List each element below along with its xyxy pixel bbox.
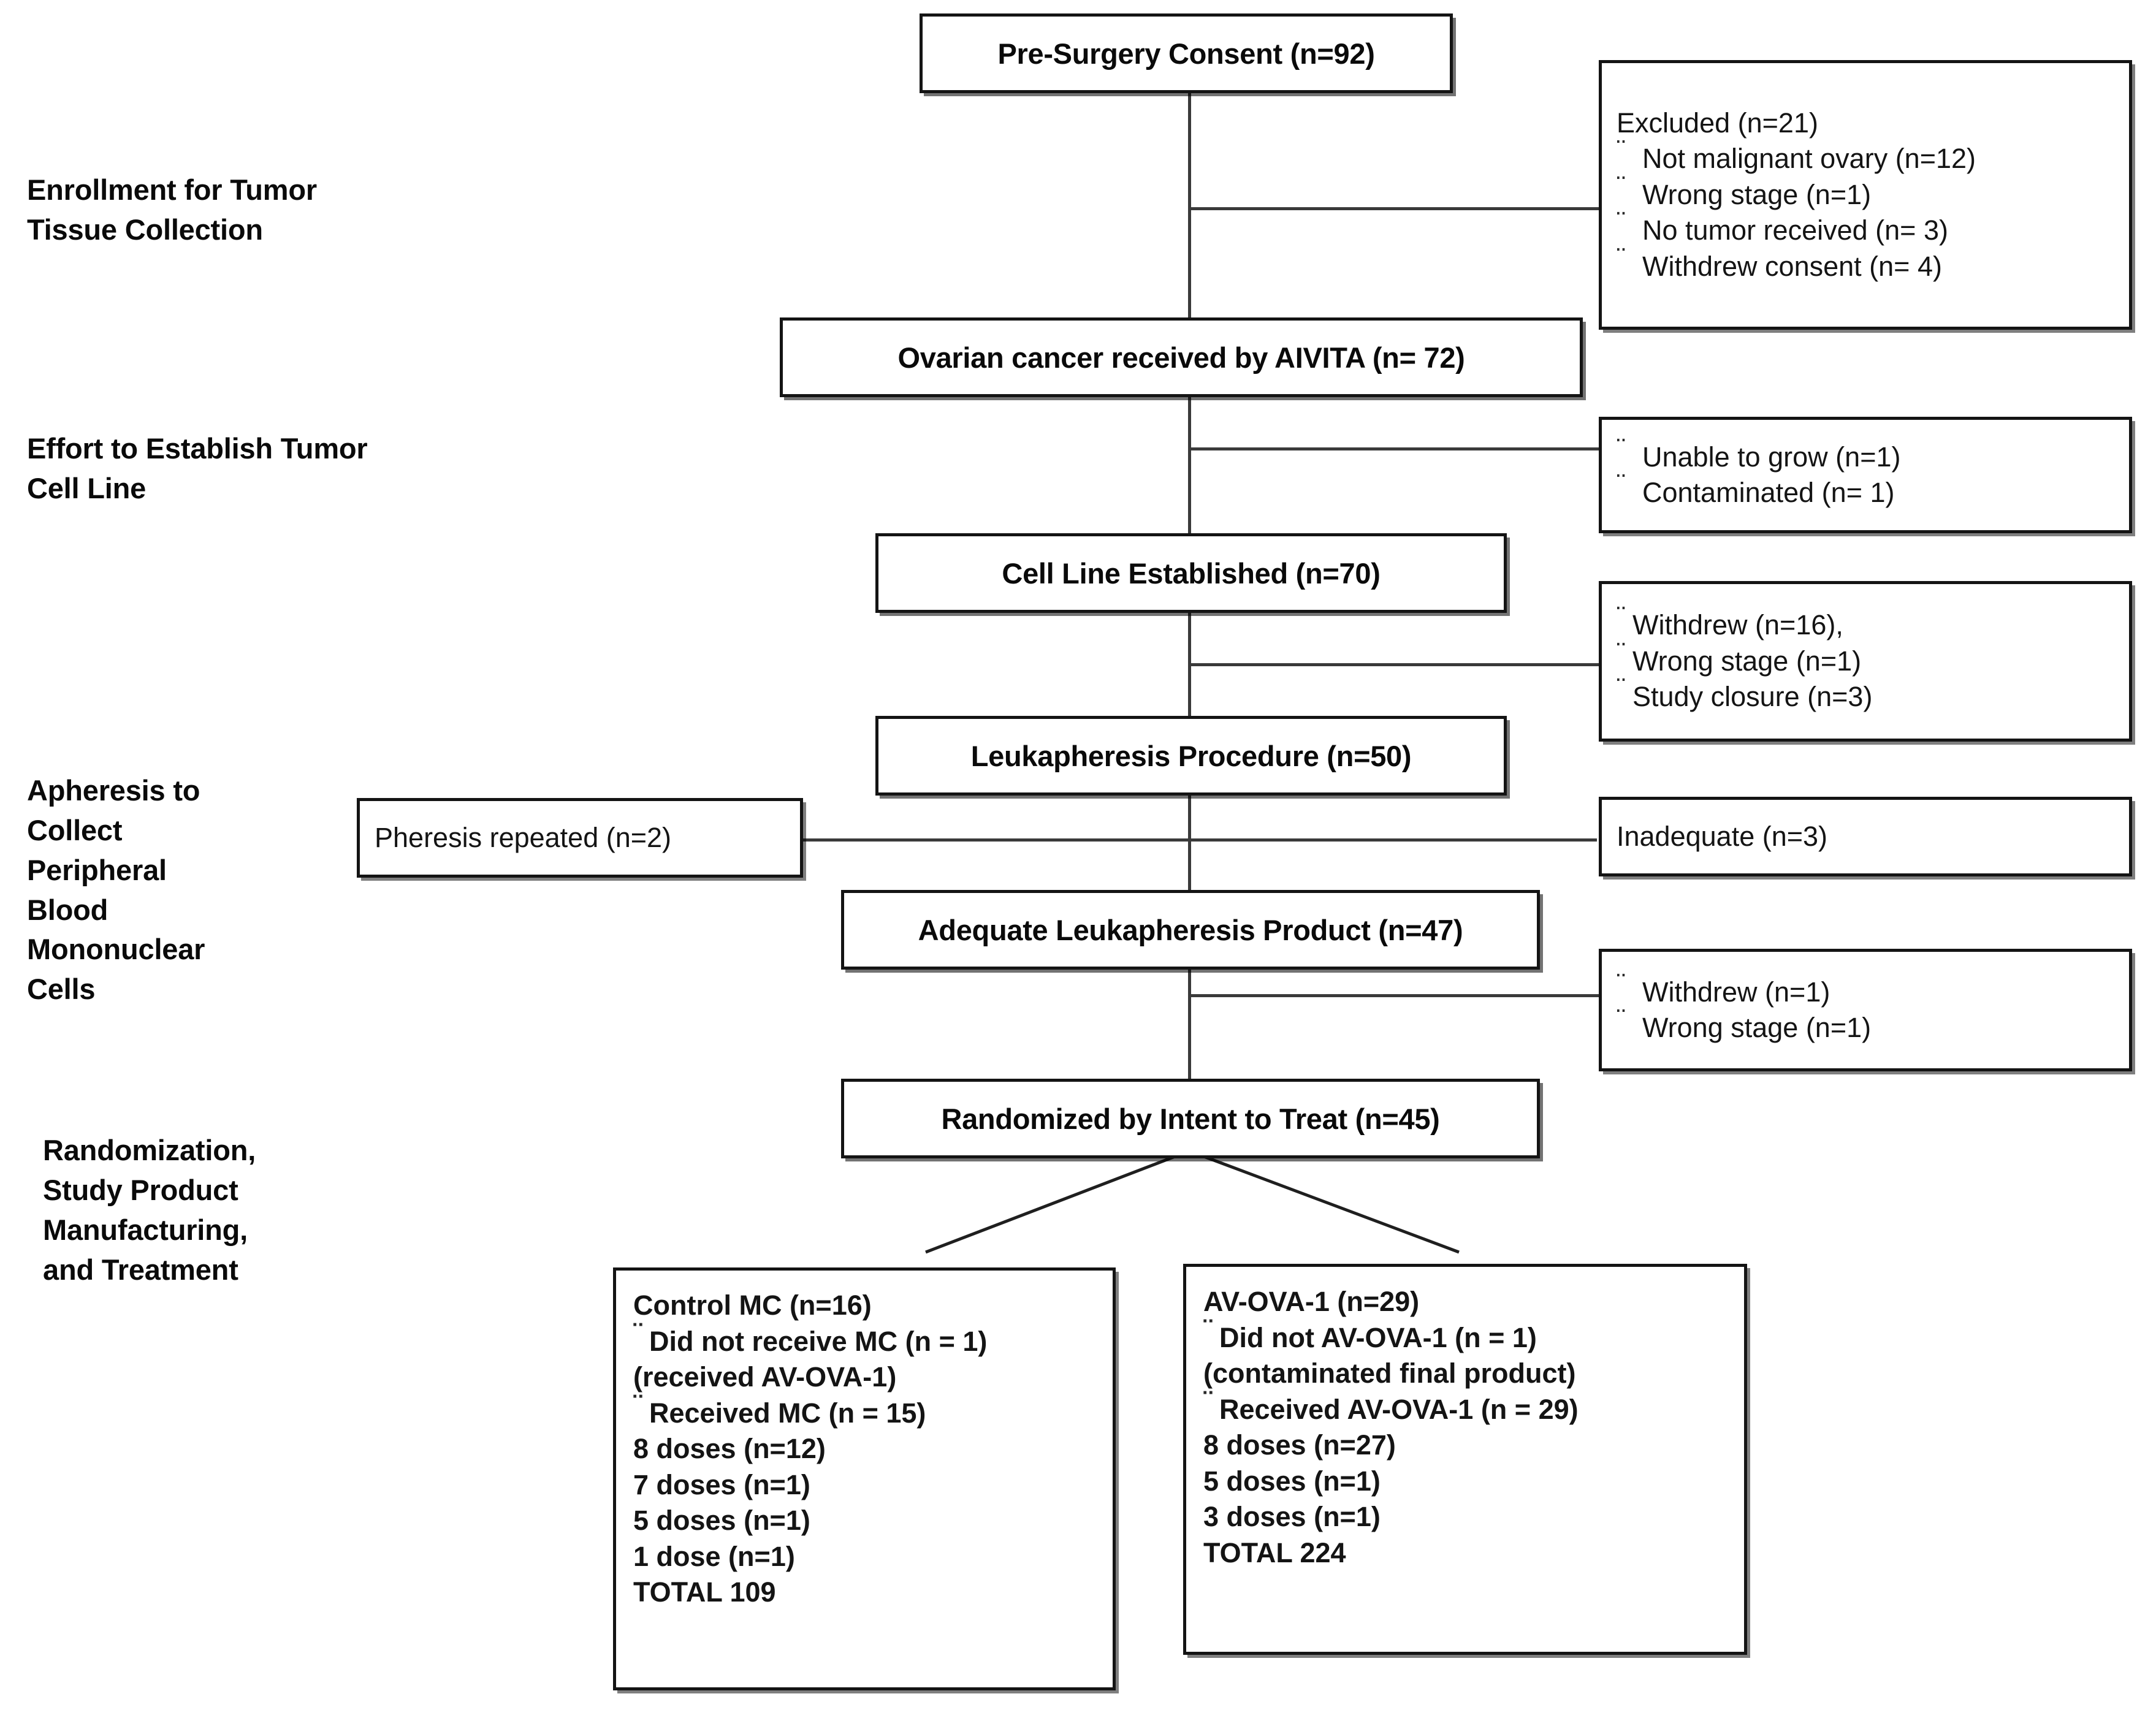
connector-adequate-to-randomized <box>1188 968 1191 1086</box>
list-item: ¨ Did not AV-OVA-1 (n = 1) <box>1203 1313 1537 1353</box>
bullet-icon: ¨ <box>1617 206 1626 238</box>
side-box-pre-randomization-dropouts: ¨ Withdrew (n=1) ¨ Wrong stage (n=1) <box>1599 949 2132 1071</box>
bullet-icon: ¨ <box>1617 170 1626 202</box>
flow-box-title: Adequate Leukapheresis Product (n=47) <box>918 913 1463 946</box>
flow-box-adequate-leukapheresis-product: Adequate Leukapheresis Product (n=47) <box>841 890 1540 970</box>
list-item: ¨ Study closure (n=3) <box>1617 672 1873 713</box>
list-item: ¨ Received AV-OVA-1 (n = 29) <box>1203 1385 1579 1425</box>
side-box-excluded: Excluded (n=21) ¨ Not malignant ovary (n… <box>1599 60 2132 330</box>
list-item: 8 doses (n=27) <box>1203 1429 1396 1461</box>
list-item: 7 doses (n=1) <box>633 1469 810 1500</box>
list-item: 5 doses (n=1) <box>1203 1465 1381 1497</box>
list-item: ¨ Did not receive MC (n = 1) <box>633 1317 988 1357</box>
arm-box-heading: Control MC (n=16) <box>633 1290 872 1321</box>
list-item: 1 dose (n=1) <box>633 1540 795 1572</box>
list-item: ¨ No tumor received (n= 3) <box>1617 206 1948 246</box>
stage-label-enrollment: Enrollment for Tumor Tissue Collection <box>27 173 317 246</box>
list-item: 3 doses (n=1) <box>1203 1501 1381 1532</box>
bullet-icon: ¨ <box>1617 636 1626 668</box>
connector-cellline-to-leukapheresis <box>1188 613 1191 722</box>
arm-box-control-mc: Control MC (n=16) ¨ Did not receive MC (… <box>613 1267 1116 1690</box>
flow-box-title: Pre-Surgery Consent (n=92) <box>997 37 1375 70</box>
stage-label-apheresis: Apheresis to Collect Peripheral Blood Mo… <box>27 774 205 1006</box>
connector-consent-to-excluded <box>1188 207 1599 210</box>
list-item: (contaminated final product) <box>1203 1358 1576 1389</box>
side-box-cell-line-failures: ¨ Unable to grow (n=1) ¨ Contaminated (n… <box>1599 417 2132 533</box>
arm-box-total: TOTAL 109 <box>633 1576 776 1608</box>
flow-box-randomized-by-intent-to-treat: Randomized by Intent to Treat (n=45) <box>841 1079 1540 1158</box>
flow-box-title: Ovarian cancer received by AIVITA (n= 72… <box>897 341 1465 374</box>
bullet-icon: ¨ <box>1617 241 1626 273</box>
side-box-heading: Excluded (n=21) <box>1617 107 1818 139</box>
connector-inadequate-pheresis <box>800 838 1597 842</box>
connector-adequate-to-dropouts <box>1188 994 1599 997</box>
list-item: ¨ Contaminated (n= 1) <box>1617 468 1895 508</box>
list-item: ¨ Received MC (n = 15) <box>633 1388 926 1429</box>
bullet-icon: ¨ <box>1203 1385 1213 1416</box>
connector-ovarian-to-failures <box>1188 447 1599 450</box>
list-item: ¨ Wrong stage (n=1) <box>1617 636 1862 677</box>
flow-box-ovarian-cancer-received: Ovarian cancer received by AIVITA (n= 72… <box>780 317 1583 397</box>
connector-ovarian-to-cellline <box>1188 397 1191 539</box>
bullet-icon: ¨ <box>1617 672 1626 704</box>
bullet-icon: ¨ <box>633 1388 642 1420</box>
side-box-inadequate-product: Inadequate (n=3) <box>1599 797 2132 876</box>
list-item: ¨ Wrong stage (n=1) <box>1617 170 1872 210</box>
stage-label-cell-line: Effort to Establish Tumor Cell Line <box>27 432 368 504</box>
arm-box-av-ova-1: AV-OVA-1 (n=29) ¨ Did not AV-OVA-1 (n = … <box>1183 1264 1747 1655</box>
connector-leukapheresis-to-adequate <box>1188 791 1191 896</box>
bullet-icon: ¨ <box>1617 134 1626 166</box>
list-item: ¨ Withdrew consent (n= 4) <box>1617 241 1942 282</box>
flow-box-pre-surgery-consent: Pre-Surgery Consent (n=92) <box>920 13 1453 93</box>
flow-box-leukapheresis-procedure: Leukapheresis Procedure (n=50) <box>875 716 1507 796</box>
flow-box-title: Randomized by Intent to Treat (n=45) <box>941 1102 1440 1135</box>
list-item: ¨ Not malignant ovary (n=12) <box>1617 134 1976 175</box>
list-item: ¨ Wrong stage (n=1) <box>1617 1003 1872 1043</box>
connector-cellline-to-dropouts <box>1188 663 1599 666</box>
connector-consent-to-ovarian <box>1188 93 1191 317</box>
bullet-icon: ¨ <box>1617 468 1626 500</box>
list-item: Pheresis repeated (n=2) <box>375 821 672 853</box>
flow-box-title: Leukapheresis Procedure (n=50) <box>970 739 1412 772</box>
side-box-pheresis-repeated: Pheresis repeated (n=2) <box>357 798 803 878</box>
arm-box-heading: AV-OVA-1 (n=29) <box>1203 1286 1420 1317</box>
list-item: (received AV-OVA-1) <box>633 1361 897 1393</box>
list-item: ¨ Unable to grow (n=1) <box>1617 432 1901 473</box>
list-item: 5 doses (n=1) <box>633 1505 810 1536</box>
flow-box-cell-line-established: Cell Line Established (n=70) <box>875 533 1507 613</box>
arm-box-total: TOTAL 224 <box>1203 1537 1346 1568</box>
bullet-icon: ¨ <box>1617 601 1626 633</box>
bullet-icon: ¨ <box>1617 1003 1626 1035</box>
list-item: ¨ Withdrew (n=1) <box>1617 967 1830 1008</box>
list-item: 8 doses (n=12) <box>633 1433 826 1464</box>
bullet-icon: ¨ <box>1617 967 1626 999</box>
flow-box-title: Cell Line Established (n=70) <box>1002 557 1381 590</box>
list-item: ¨ Withdrew (n=16), <box>1617 601 1843 641</box>
bullet-icon: ¨ <box>1617 432 1626 464</box>
bullet-icon: ¨ <box>633 1317 642 1348</box>
side-box-pre-leukapheresis-dropouts: ¨ Withdrew (n=16), ¨ Wrong stage (n=1) ¨… <box>1599 581 2132 742</box>
list-item: Inadequate (n=3) <box>1617 820 1828 852</box>
stage-label-randomization: Randomization, Study Product Manufacturi… <box>43 1134 256 1286</box>
bullet-icon: ¨ <box>1203 1313 1213 1345</box>
